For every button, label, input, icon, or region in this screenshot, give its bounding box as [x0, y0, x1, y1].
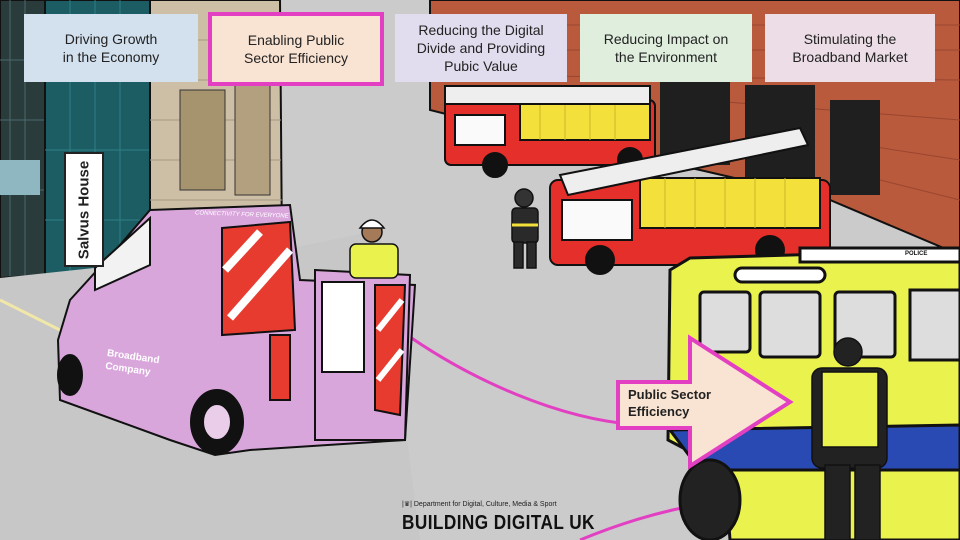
tab-environment[interactable]: Reducing Impact on the Environment — [580, 14, 752, 82]
bduk-logo: BUILDING DIGITAL UK — [402, 512, 595, 534]
department-label: |♛| Department for Digital, Culture, Med… — [402, 500, 557, 508]
tab-label: Enabling Public — [247, 32, 345, 48]
tab-label: in the Economy — [62, 49, 160, 65]
tab-label: Pubic Value — [444, 58, 518, 74]
department-text: Department for Digital, Culture, Media &… — [413, 501, 557, 508]
broadband-van — [56, 203, 417, 457]
tab-driving-growth[interactable]: Driving Growth in the Economy — [24, 14, 198, 82]
callout-label[interactable]: Public Sector Efficiency — [628, 386, 738, 420]
tab-label: Broadband Market — [792, 49, 908, 65]
tab-label: Divide and Providing — [416, 40, 546, 56]
crest-icon: |♛| — [402, 501, 412, 508]
building-sign-text: Salvus House — [75, 160, 93, 259]
callout-line: Public Sector — [628, 387, 712, 402]
tab-label: Stimulating the — [803, 31, 897, 47]
tab-label: Driving Growth — [64, 31, 158, 47]
firefighter-figure — [511, 188, 539, 269]
callout-line: Efficiency — [628, 404, 690, 419]
building-sign: Salvus House — [64, 152, 104, 267]
fire-engine-front — [549, 126, 831, 275]
tab-label: Reducing Impact on — [603, 31, 729, 47]
worker-figure — [349, 219, 399, 279]
callout-arrow — [616, 334, 794, 470]
tab-label: Reducing the Digital — [418, 22, 544, 38]
police-sign: POLICE — [905, 251, 928, 257]
tab-label: Sector Efficiency — [243, 50, 348, 66]
tab-label: the Environment — [615, 49, 717, 65]
fire-engine-rear — [444, 85, 656, 178]
police-officer-figure — [811, 337, 888, 540]
